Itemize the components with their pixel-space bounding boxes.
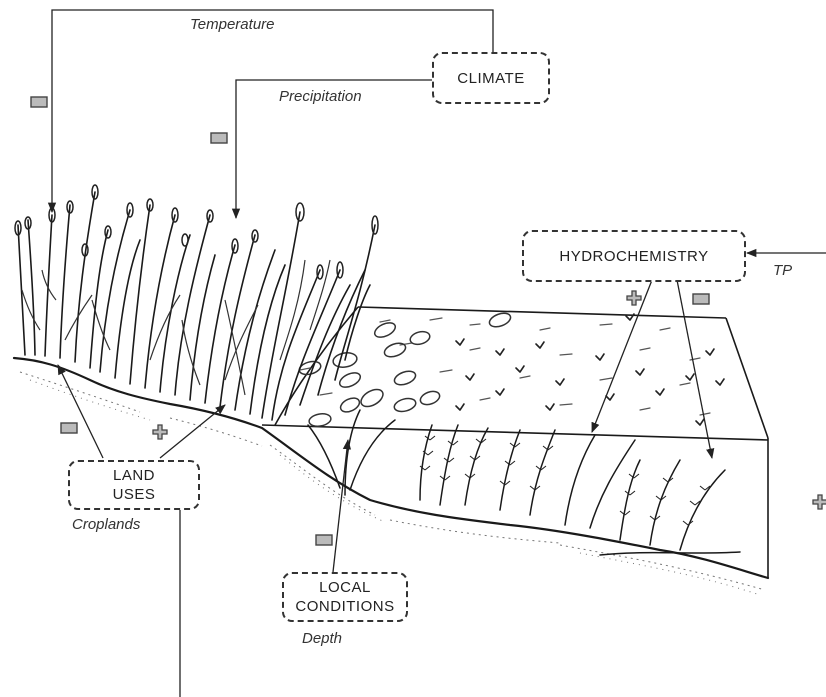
edge-landuses-bank (58, 365, 103, 458)
hydrochemistry-label: HYDROCHEMISTRY (559, 247, 708, 266)
minus-sign-temperature (30, 96, 48, 108)
local-conditions-label-line-1: LOCAL (319, 578, 371, 597)
reed-leaves (22, 260, 330, 395)
label-precipitation: Precipitation (279, 88, 362, 105)
plus-sign-edge (812, 494, 826, 510)
edges (52, 10, 826, 697)
plus-sign-landuses (152, 424, 168, 440)
plus-sign-hydrochemistry (626, 290, 642, 306)
land-uses-label-line-1: LAND (113, 466, 155, 485)
edge-landuses-reeds (160, 405, 225, 458)
climate-node: CLIMATE (432, 52, 550, 104)
submerged-vegetation (308, 410, 740, 555)
minus-sign-landuses (60, 422, 78, 434)
minus-sign-local-conditions (315, 534, 333, 546)
land-uses-label-line-2: USES (113, 485, 156, 504)
land-uses-node: LAND USES (68, 460, 200, 510)
submerged-leaflets (420, 436, 710, 525)
label-croplands: Croplands (72, 516, 140, 533)
riparian-vegetation (18, 192, 375, 420)
local-conditions-node: LOCAL CONDITIONS (282, 572, 408, 622)
label-tp: TP (773, 262, 792, 279)
edge-local-conditions (333, 440, 348, 572)
edge-temperature (52, 10, 493, 212)
floating-leaves (298, 311, 513, 428)
climate-label: CLIMATE (457, 69, 524, 88)
minus-sign-precipitation (210, 132, 228, 144)
edge-hydrochem-submerged (677, 280, 712, 458)
minus-sign-hydrochemistry (692, 293, 710, 305)
local-conditions-label-line-2: CONDITIONS (295, 597, 394, 616)
label-temperature: Temperature (190, 16, 275, 33)
floating-plants (456, 314, 724, 425)
hydrochemistry-node: HYDROCHEMISTRY (522, 230, 746, 282)
label-depth: Depth (302, 630, 342, 647)
